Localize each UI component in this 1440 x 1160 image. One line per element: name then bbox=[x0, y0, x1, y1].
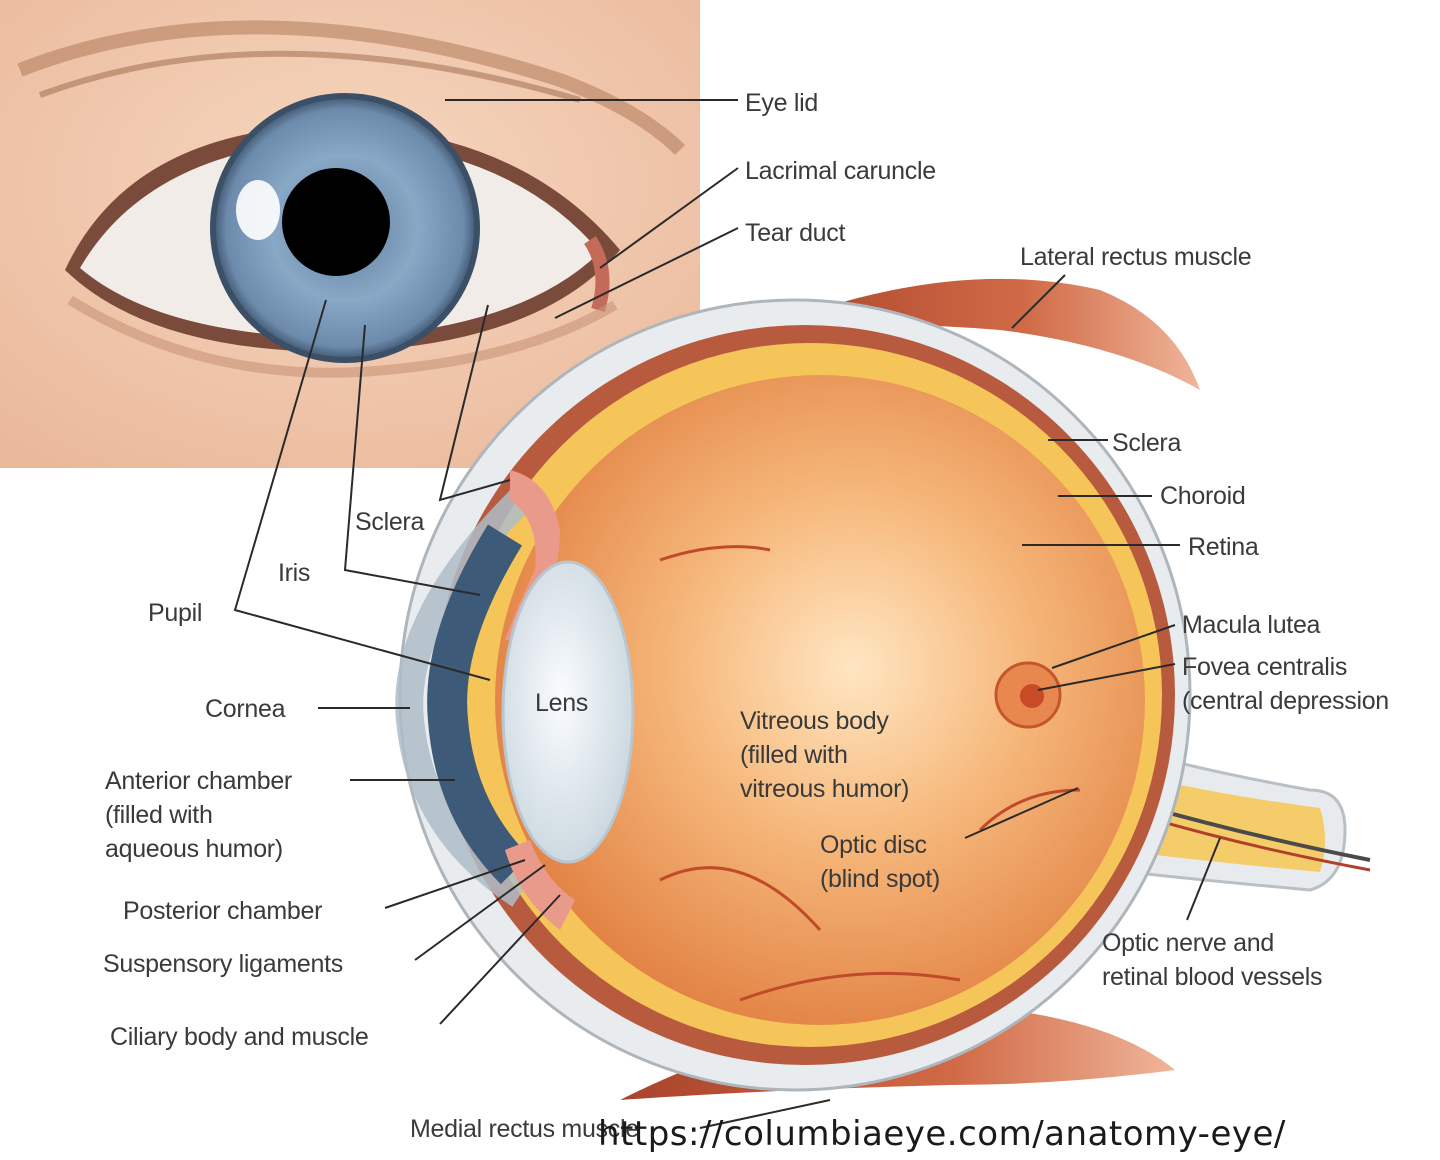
label-medial-rectus-muscle: Medial rectus muscle bbox=[410, 1115, 639, 1143]
label-retina: Retina bbox=[1188, 533, 1259, 561]
label-anterior-line-3: aqueous humor) bbox=[105, 835, 283, 863]
label-ciliary-body: Ciliary body and muscle bbox=[110, 1023, 369, 1051]
label-suspensory-ligaments: Suspensory ligaments bbox=[103, 950, 343, 978]
label-optic-nerve-line-1: Optic nerve and bbox=[1102, 929, 1274, 957]
label-pupil: Pupil bbox=[148, 599, 203, 627]
label-macula-lutea: Macula lutea bbox=[1182, 611, 1321, 639]
label-lens: Lens bbox=[535, 689, 589, 717]
label-posterior-chamber: Posterior chamber bbox=[123, 897, 323, 925]
label-optic-disc-line-2: (blind spot) bbox=[820, 865, 941, 893]
label-optic-disc-line-1: Optic disc bbox=[820, 831, 927, 859]
label-vitreous-body: Vitreous body (filled with vitreous humo… bbox=[740, 704, 909, 806]
label-vitreous-line-1: Vitreous body bbox=[740, 707, 889, 735]
source-url: https://columbiaeye.com/anatomy-eye/ bbox=[598, 1114, 1286, 1154]
label-optic-nerve: Optic nerve and retinal blood vessels bbox=[1102, 926, 1323, 994]
label-anterior-line-2: (filled with bbox=[105, 801, 213, 829]
external-eye-illustration bbox=[0, 0, 700, 468]
label-lateral-rectus-muscle: Lateral rectus muscle bbox=[1020, 243, 1252, 271]
label-eye-lid: Eye lid bbox=[745, 89, 818, 117]
label-fovea-centralis: Fovea centralis (central depression bbox=[1182, 650, 1389, 718]
label-anterior-line-1: Anterior chamber bbox=[105, 767, 292, 795]
label-fovea-line-2: (central depression bbox=[1182, 687, 1389, 715]
label-iris: Iris bbox=[278, 559, 311, 587]
label-fovea-line-1: Fovea centralis bbox=[1182, 653, 1348, 681]
label-sclera-outer: Sclera bbox=[1112, 429, 1182, 457]
label-sclera-front: Sclera bbox=[355, 508, 425, 536]
label-choroid: Choroid bbox=[1160, 482, 1246, 510]
label-tear-duct: Tear duct bbox=[745, 219, 846, 247]
label-lacrimal-caruncle: Lacrimal caruncle bbox=[745, 157, 936, 185]
label-anterior-chamber: Anterior chamber (filled with aqueous hu… bbox=[105, 764, 292, 866]
label-optic-nerve-line-2: retinal blood vessels bbox=[1102, 963, 1323, 991]
eye-cross-section bbox=[395, 278, 1371, 1100]
label-vitreous-line-3: vitreous humor) bbox=[740, 775, 910, 803]
label-cornea: Cornea bbox=[205, 695, 286, 723]
leader-lines bbox=[233, 99, 1221, 1129]
label-optic-disc: Optic disc (blind spot) bbox=[820, 828, 940, 896]
label-vitreous-line-2: (filled with bbox=[740, 741, 848, 769]
